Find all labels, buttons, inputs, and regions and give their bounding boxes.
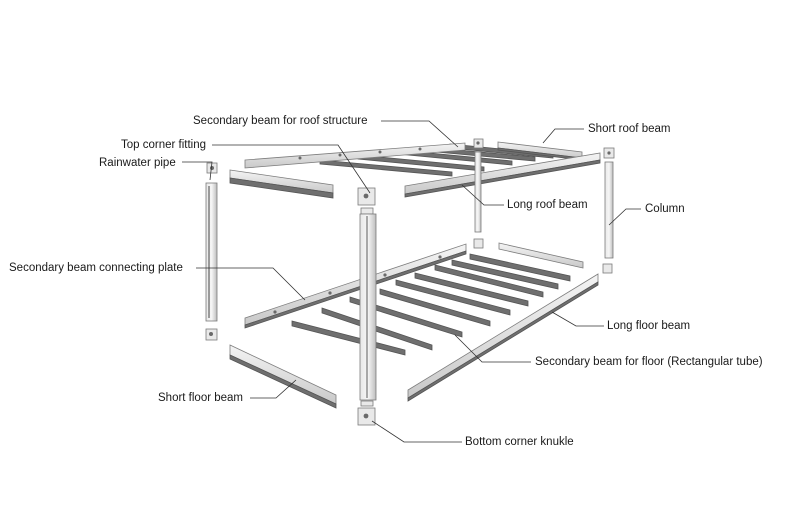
rear-right-top-corner <box>473 138 484 149</box>
rear-right-bottom-corner <box>473 238 484 249</box>
label-secondary-connecting-plate: Secondary beam connecting plate <box>9 262 183 274</box>
rear-left-bottom-corner <box>205 328 218 341</box>
label-rainwater-pipe: Rainwater pipe <box>99 157 176 169</box>
rear-right-column <box>474 151 482 233</box>
front-top-corner-fitting <box>357 187 376 206</box>
short-floor-beam-right <box>498 242 584 269</box>
label-short-floor-beam: Short floor beam <box>158 392 244 404</box>
front-right-top-corner <box>603 147 615 159</box>
short-floor-beam <box>229 344 337 409</box>
label-bottom-corner-knuckle: Bottom corner knukle <box>465 436 574 448</box>
front-left-column <box>359 207 377 401</box>
label-short-roof-beam: Short roof beam <box>588 123 671 135</box>
label-long-floor-beam: Long floor beam <box>607 320 691 332</box>
back-long-roof-beam <box>244 142 466 169</box>
rear-left-column <box>205 182 218 322</box>
front-right-bottom-corner <box>602 263 613 274</box>
front-right-column <box>604 161 614 259</box>
label-secondary-beam-floor: Secondary beam for floor (Rectangular tu… <box>535 356 763 368</box>
bottom-corner-knuckle <box>357 400 376 426</box>
leader-lines <box>182 120 641 443</box>
back-long-floor-beam <box>244 243 467 329</box>
label-long-roof-beam: Long roof beam <box>507 199 588 211</box>
label-column: Column <box>645 203 685 215</box>
long-floor-beam <box>407 273 599 402</box>
floor-secondary-beams <box>291 253 571 356</box>
label-top-corner-fitting: Top corner fitting <box>121 139 207 151</box>
long-roof-beam-front <box>404 152 601 198</box>
label-secondary-beam-roof: Secondary beam for roof structure <box>193 115 368 127</box>
short-roof-beam-left <box>229 169 334 199</box>
